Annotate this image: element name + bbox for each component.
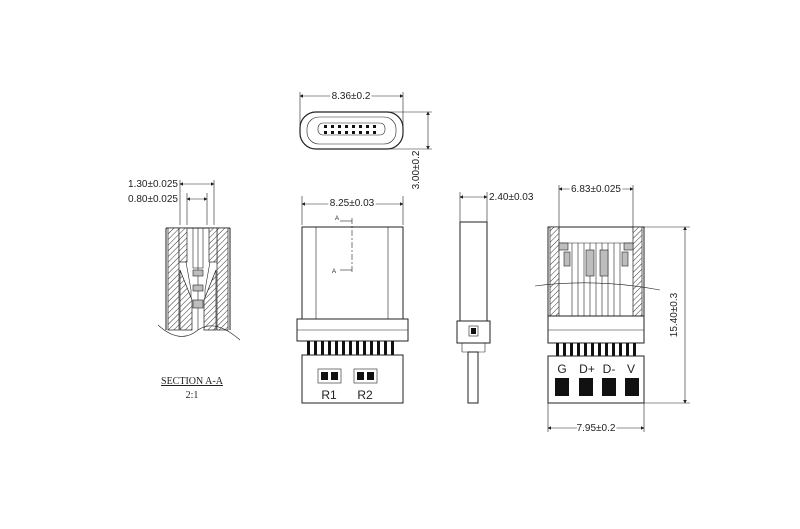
back-height-label: 15.40±0.3: [669, 292, 680, 337]
back-contacts: [558, 242, 634, 316]
pin-dminus-label: D-: [603, 362, 616, 376]
pad-dminus: [602, 378, 616, 396]
back-view: 6.83±0.025: [534, 182, 690, 436]
back-mid-body: [547, 315, 645, 344]
pad-r2-label: R2: [357, 388, 373, 402]
section-marker-bottom: A: [332, 269, 336, 275]
pin-dplus-label: D+: [579, 362, 595, 376]
top-view-inner-shell: [306, 116, 397, 145]
pin-v-label: V: [627, 362, 635, 376]
side-view: 2.40±0.03: [456, 192, 534, 404]
pad-v: [625, 378, 639, 396]
front-view: 8.25±0.03 A A R1 R2: [296, 196, 409, 404]
section-left-wall: [167, 227, 180, 331]
section-right-wall: [216, 227, 229, 331]
section-marker-top: A: [335, 216, 339, 222]
section-inner-dim: 0.80±0.025: [128, 194, 178, 205]
section-view: 1.30±0.025 0.80±0.025 SECTION A-A 2:1: [128, 179, 241, 401]
top-view-shell: [299, 111, 404, 150]
side-mid-body: [456, 320, 491, 344]
section-right-cap: [208, 227, 218, 263]
pad-r2: [353, 368, 378, 384]
side-pcb: [467, 351, 479, 404]
back-pins: [556, 343, 636, 356]
back-inner-width-label: 6.83±0.025: [571, 184, 621, 195]
back-pcb: [547, 355, 645, 404]
top-height-label: 3.00±0.2: [411, 150, 422, 189]
side-width-label: 2.40±0.03: [489, 192, 534, 203]
top-view-tongue: [317, 122, 386, 136]
section-left-cap: [178, 227, 188, 263]
back-bottom-width-label: 7.95±0.2: [577, 423, 616, 434]
section-title: SECTION A-A: [161, 376, 224, 387]
front-pins: [307, 341, 394, 355]
front-pcb: [301, 354, 404, 404]
section-inner-body: [179, 269, 193, 331]
side-shell: [459, 221, 488, 322]
section-scale: 2:1: [186, 390, 199, 401]
pad-dplus: [579, 378, 593, 396]
top-view: 8.36±0.2 3.00±0.2: [299, 89, 432, 189]
top-view-contacts: [324, 125, 376, 134]
section-outer-dim: 1.30±0.025: [128, 179, 178, 190]
pin-g-label: G: [557, 362, 566, 376]
pad-g: [555, 378, 569, 396]
front-width-label: 8.25±0.03: [330, 198, 375, 209]
top-width-label: 8.36±0.2: [332, 91, 371, 102]
pad-r1-label: R1: [321, 388, 337, 402]
pad-r1: [317, 368, 342, 384]
